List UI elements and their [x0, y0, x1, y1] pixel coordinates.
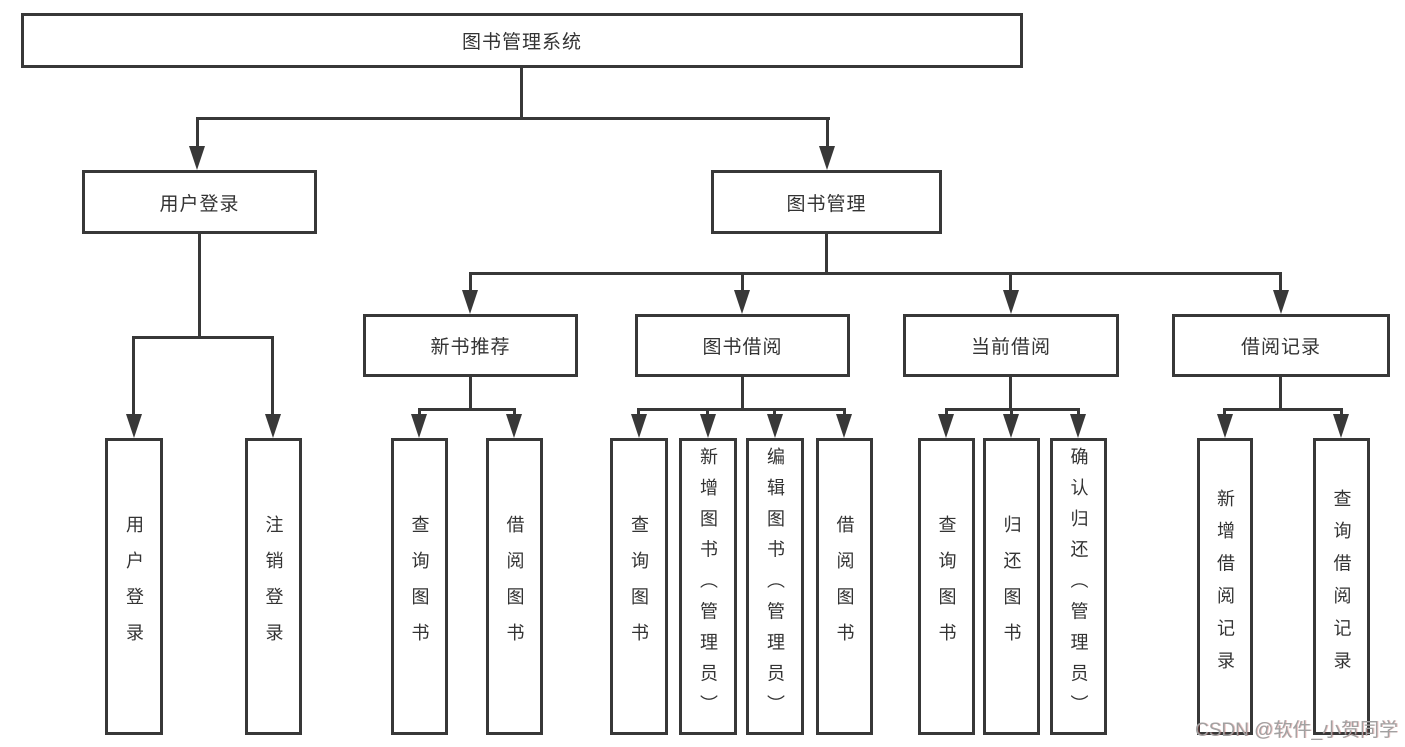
- node-label: 编辑图书（管理员）: [765, 447, 785, 726]
- arrowhead: [189, 146, 205, 170]
- node-label: 新增图书（管理员）: [698, 447, 718, 726]
- arrowhead: [631, 414, 647, 438]
- arrowhead: [1217, 414, 1233, 438]
- arrowhead: [411, 414, 427, 438]
- connector-root-right-drop: [826, 117, 829, 148]
- node-label: 借阅图书: [834, 514, 855, 659]
- node-label: 图书借阅: [702, 337, 783, 358]
- node-label: 查询图书: [629, 514, 649, 659]
- connector-root-left-drop: [196, 117, 199, 148]
- csdn-watermark: CSDN @软件_小贺同学: [1195, 720, 1398, 741]
- node-label: 用户登录: [159, 193, 240, 215]
- arrowhead: [836, 414, 852, 438]
- connector-borrowing-drop-2: [706, 408, 709, 418]
- node-current-borrowing: 当前借阅: [903, 314, 1119, 377]
- leaf-logout: 注销登录: [245, 438, 302, 735]
- connector-book-mgmt-drop-4: [1279, 272, 1282, 294]
- connector-records-drop-1: [1223, 408, 1226, 418]
- connector-new-book-drop-1: [418, 408, 421, 418]
- node-label: 图书管理: [786, 193, 867, 215]
- node-label: 注销登录: [263, 514, 284, 659]
- connector-new-book-bar: [418, 408, 516, 411]
- connector-borrowing-drop-4: [843, 408, 846, 418]
- connector-root-bar: [196, 117, 830, 120]
- node-label: 新增借阅记录: [1215, 489, 1235, 684]
- node-label: 借阅图书: [504, 514, 525, 659]
- connector-book-mgmt-bar: [469, 272, 1282, 275]
- arrowhead: [462, 290, 478, 314]
- leaf-add-book-admin: 新增图书（管理员）: [679, 438, 737, 735]
- node-label: 归还图书: [1001, 514, 1022, 659]
- leaf-edit-book-admin: 编辑图书（管理员）: [746, 438, 804, 735]
- arrowhead: [938, 414, 954, 438]
- arrowhead: [126, 414, 142, 438]
- node-label: 新书推荐: [430, 337, 511, 358]
- connector-book-mgmt-stem: [825, 234, 828, 274]
- arrowhead: [767, 414, 783, 438]
- arrowhead: [506, 414, 522, 438]
- leaf-query-book-recommend: 查询图书: [391, 438, 448, 735]
- arrowhead: [265, 414, 281, 438]
- connector-current-drop-2: [1010, 408, 1013, 418]
- node-library-management-system: 图书管理系统: [21, 13, 1023, 68]
- arrowhead: [734, 290, 750, 314]
- node-label: 当前借阅: [970, 337, 1051, 358]
- leaf-query-book-current: 查询图书: [918, 438, 975, 735]
- connector-user-login-drop-2: [271, 336, 274, 416]
- connector-borrowing-stem: [741, 377, 744, 410]
- arrowhead: [1003, 414, 1019, 438]
- node-label: 用户登录: [124, 514, 144, 659]
- node-user-login: 用户登录: [82, 170, 317, 234]
- node-borrowing-records: 借阅记录: [1172, 314, 1390, 377]
- connector-current-drop-1: [945, 408, 948, 418]
- leaf-user-login: 用户登录: [105, 438, 163, 735]
- node-new-book-recommend: 新书推荐: [363, 314, 578, 377]
- connector-user-login-drop-1: [132, 336, 135, 416]
- leaf-borrow-book-recommend: 借阅图书: [486, 438, 543, 735]
- connector-user-login-bar: [132, 336, 274, 339]
- arrowhead: [1273, 290, 1289, 314]
- arrowhead: [1333, 414, 1349, 438]
- leaf-return-book: 归还图书: [983, 438, 1040, 735]
- connector-borrowing-drop-3: [773, 408, 776, 418]
- connector-book-mgmt-drop-1: [469, 272, 472, 294]
- node-label: 查询图书: [936, 514, 957, 659]
- connector-new-book-drop-2: [513, 408, 516, 418]
- leaf-confirm-return-admin: 确认归还（管理员）: [1050, 438, 1107, 735]
- arrowhead: [700, 414, 716, 438]
- connector-records-drop-2: [1340, 408, 1343, 418]
- leaf-query-book-borrowing: 查询图书: [610, 438, 668, 735]
- connector-new-book-stem: [469, 377, 472, 410]
- arrowhead: [1003, 290, 1019, 314]
- node-label: 查询借阅记录: [1331, 489, 1352, 684]
- node-label: 图书管理系统: [461, 32, 582, 53]
- connector-book-mgmt-drop-3: [1009, 272, 1012, 294]
- connector-borrowing-drop-1: [637, 408, 640, 418]
- leaf-borrow-book: 借阅图书: [816, 438, 873, 735]
- node-label: 查询图书: [409, 514, 430, 659]
- node-label: 确认归还（管理员）: [1068, 447, 1089, 726]
- leaf-add-borrow-record: 新增借阅记录: [1197, 438, 1253, 735]
- node-label: 借阅记录: [1240, 337, 1321, 358]
- node-book-management: 图书管理: [711, 170, 942, 234]
- connector-records-bar: [1224, 408, 1342, 411]
- node-book-borrowing: 图书借阅: [635, 314, 850, 377]
- leaf-query-borrow-record: 查询借阅记录: [1313, 438, 1370, 735]
- connector-current-drop-3: [1077, 408, 1080, 418]
- arrowhead: [819, 146, 835, 170]
- connector-records-stem: [1279, 377, 1282, 410]
- connector-book-mgmt-drop-2: [741, 272, 744, 294]
- connector-current-stem: [1009, 377, 1012, 410]
- connector-borrowing-bar: [638, 408, 846, 411]
- connector-user-login-stem: [198, 234, 201, 338]
- arrowhead: [1070, 414, 1086, 438]
- connector-root-stem: [520, 68, 523, 119]
